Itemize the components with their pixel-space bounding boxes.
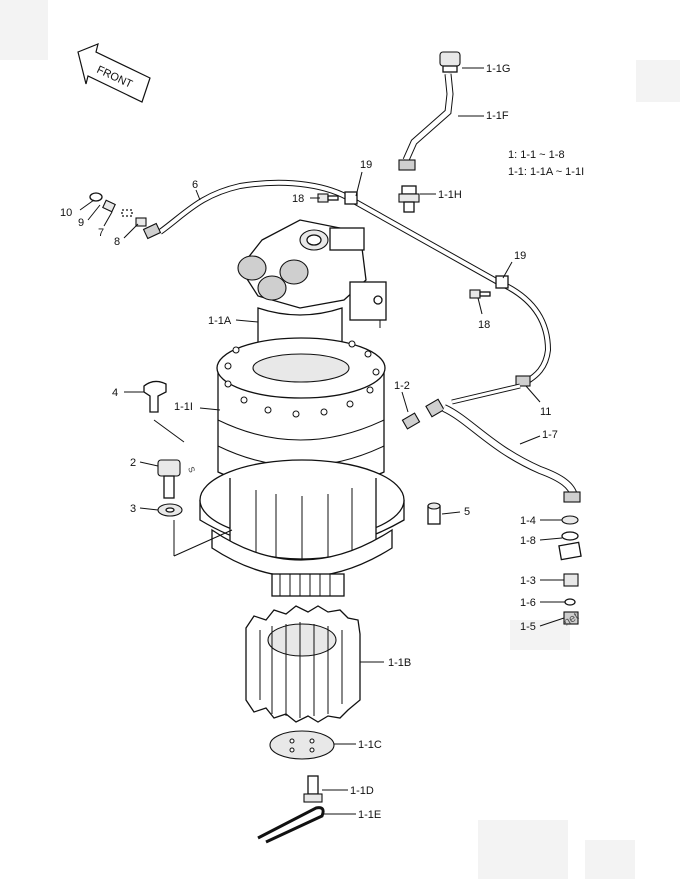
hose-6: [142, 179, 354, 240]
label-1-7: 1-7: [542, 429, 558, 441]
watermark-fragment-1: s: [185, 465, 198, 475]
label-4: 4: [112, 387, 118, 399]
label-1-1B: 1-1B: [388, 657, 411, 669]
label-1-8: 1-8: [520, 535, 536, 547]
part-1-1E-wire: [257, 806, 325, 844]
label-19-right: 19: [514, 250, 526, 262]
part-1-1I-housing: [216, 337, 386, 492]
part-labels: 1-1G 1-1F 19 6 18 1-1H 10 9 7 8 19 18 1-…: [60, 63, 558, 821]
label-6: 6: [192, 179, 198, 191]
part-1-1C-plate: [269, 730, 335, 760]
right-fitting-stack: [558, 515, 582, 625]
leader-lines: [79, 67, 565, 815]
label-9: 9: [78, 217, 84, 229]
label-1-4: 1-4: [520, 515, 536, 527]
part-4-key: [143, 380, 167, 413]
label-18-top: 18: [292, 193, 304, 205]
label-19-top: 19: [360, 159, 372, 171]
part-1-1F-pipe: [398, 73, 454, 171]
drain-pipe: [344, 191, 552, 387]
lower-flange: [199, 459, 405, 578]
bolt-18-lower: [469, 289, 491, 299]
label-1-2: 1-2: [394, 380, 410, 392]
label-2: 2: [130, 457, 136, 469]
part-1-1A-motor-head: [237, 219, 387, 328]
part-1-1B-gear: [245, 605, 361, 723]
label-11: 11: [540, 406, 551, 418]
label-1-1G: 1-1G: [486, 63, 510, 75]
label-1-3: 1-3: [520, 575, 536, 587]
label-3: 3: [130, 503, 136, 515]
hose-1-7: [442, 404, 581, 503]
label-1-1I: 1-1I: [174, 401, 193, 413]
label-1-1A: 1-1A: [208, 315, 232, 327]
pinion-shaft: [271, 573, 345, 597]
label-1-1E: 1-1E: [358, 809, 381, 821]
part-1-2-fittings: [401, 398, 445, 430]
label-10: 10: [60, 207, 72, 219]
part-1-1G-cap: [439, 51, 461, 73]
part-2-bolt: [157, 459, 181, 499]
label-1-1C: 1-1C: [358, 739, 382, 751]
label-1-6: 1-6: [520, 597, 536, 609]
part-1-1D-bolt: [303, 775, 323, 803]
label-1-5: 1-5: [520, 621, 536, 633]
front-arrow: FRONT: [77, 43, 151, 103]
label-5: 5: [464, 506, 470, 518]
label-1-1D: 1-1D: [350, 785, 374, 797]
part-5-dowel: [427, 502, 441, 525]
label-1-1F: 1-1F: [486, 110, 509, 122]
label-1-1H: 1-1H: [438, 189, 462, 201]
part-3-washer: [157, 503, 183, 517]
legend-line-2: 1-1: 1-1A ~ 1-1I: [508, 166, 584, 178]
label-18-right: 18: [478, 319, 490, 331]
label-7: 7: [98, 227, 104, 239]
housing-bolts: [224, 340, 380, 418]
label-8: 8: [114, 236, 120, 248]
pipe-11: [451, 383, 521, 405]
fittings-10-9-7-8: [89, 192, 147, 227]
part-1-1H-fitting: [398, 185, 420, 213]
legend-line-1: 1: 1-1 ~ 1-8: [508, 149, 565, 161]
bolt-18-upper: [317, 193, 339, 203]
